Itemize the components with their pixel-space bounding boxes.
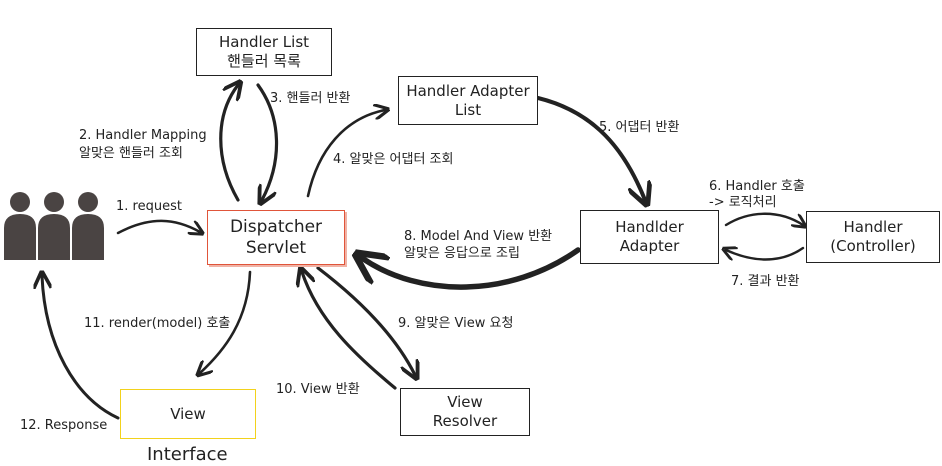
view-resolver-box: View Resolver	[400, 388, 530, 436]
view-box: View	[120, 389, 256, 439]
handler-list-subtitle: 핸들러 목록	[227, 52, 301, 70]
handler-adapter-title: Handlder	[615, 218, 684, 236]
handler-controller-box: Handler (Controller)	[806, 211, 940, 263]
label-step4: 4. 알맞은 어댑터 조회	[333, 152, 454, 167]
label-step12: 12. Response	[20, 418, 108, 433]
arrow-adapter-return	[536, 96, 645, 200]
handler-adapter-box: Handlder Adapter	[580, 210, 719, 264]
arrow-adapter-lookup	[306, 110, 385, 198]
view-title: View	[170, 404, 206, 423]
users-group-icon	[4, 192, 104, 260]
handler-adapter-list-box: Handler Adapter List	[398, 76, 538, 125]
handler-adapter-subtitle: Adapter	[619, 237, 680, 255]
label-step3: 3. 핸들러 반환	[270, 91, 351, 106]
arrow-handler-call	[724, 212, 803, 225]
label-step8-line1: 8. Model And View 반환	[404, 229, 553, 244]
arrow-handler-mapping	[219, 85, 238, 202]
arrow-request	[116, 219, 200, 233]
view-caption: Interface	[147, 444, 228, 465]
handler-adapter-list-subtitle: List	[454, 100, 482, 119]
label-step2-line1: 2. Handler Mapping	[79, 128, 207, 143]
arrow-model-and-view	[362, 247, 581, 290]
label-step8-line2: 알맞은 응답으로 조립	[404, 246, 520, 261]
handler-adapter-list-title: Handler Adapter	[406, 81, 530, 100]
handler-controller-subtitle: (Controller)	[830, 237, 916, 255]
arrow-view-return	[302, 272, 397, 390]
label-step10: 10. View 반환	[276, 382, 360, 397]
view-resolver-title: View	[447, 393, 483, 411]
dispatcher-servlet-title: Dispatcher	[229, 216, 323, 237]
handler-list-title: Handler List	[218, 33, 310, 51]
view-resolver-subtitle: Resolver	[432, 412, 498, 430]
label-step7: 7. 결과 반환	[731, 274, 800, 289]
dispatcher-servlet-subtitle: Servlet	[245, 237, 307, 258]
dispatcher-servlet-box: Dispatcher Servlet	[207, 210, 345, 265]
handler-controller-title: Handler	[843, 218, 903, 236]
arrow-view-request	[316, 266, 415, 375]
label-step6-line1: 6. Handler 호출	[709, 179, 805, 194]
handler-list-box: Handler List 핸들러 목록	[196, 28, 332, 76]
label-step5: 5. 어댑터 반환	[599, 120, 680, 135]
label-step9: 9. 알맞은 View 요청	[398, 316, 514, 331]
label-step11: 11. render(model) 호출	[84, 316, 231, 331]
arrow-result-return	[726, 248, 805, 260]
label-step6-line2: -> 로직처리	[709, 195, 777, 210]
arrow-response	[42, 276, 120, 420]
label-step2-line2: 알맞은 핸들러 조회	[79, 146, 183, 161]
arrow-render	[200, 270, 252, 373]
arrow-handler-return	[256, 83, 279, 200]
label-step1: 1. request	[116, 199, 182, 214]
